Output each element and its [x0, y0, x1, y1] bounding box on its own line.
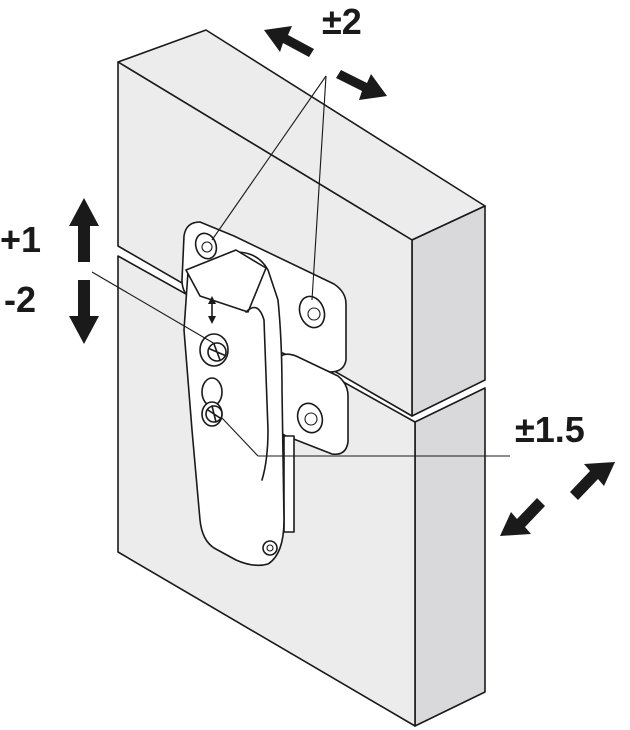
- height-down-adjustment-label: -2: [4, 279, 37, 320]
- hinge-pivot: [262, 540, 278, 556]
- bracket-screw-hole: [296, 402, 324, 434]
- hinge: [181, 221, 349, 567]
- lateral-arrow-left-icon: [264, 26, 314, 57]
- height-arrow-down-icon: [69, 280, 99, 344]
- hinge-arm: [183, 251, 285, 567]
- mounting-slot-right: [298, 295, 326, 329]
- depth-arrow-down-left-icon: [500, 498, 545, 536]
- height-arrow-up-icon: [69, 198, 99, 262]
- lateral-arrow-right-icon: [336, 70, 387, 100]
- lateral-adjustment-label: ±2: [322, 1, 362, 42]
- upper-panel-side-face: [411, 205, 486, 417]
- height-up-adjustment-label: +1: [0, 219, 42, 260]
- depth-arrow-up-right-icon: [570, 462, 615, 500]
- mounting-slot-left: [194, 232, 218, 260]
- hinge-arm-cap: [185, 249, 267, 313]
- hinge-pin: [283, 435, 295, 533]
- depth-adjustment-screw: [201, 377, 223, 427]
- depth-adjustment-label: ±1.5: [515, 409, 585, 450]
- lower-panel-side-face: [414, 387, 486, 727]
- leader-lines: [91, 75, 510, 457]
- height-indicator-icon: [208, 296, 216, 324]
- height-adjustment-screw: [199, 333, 229, 367]
